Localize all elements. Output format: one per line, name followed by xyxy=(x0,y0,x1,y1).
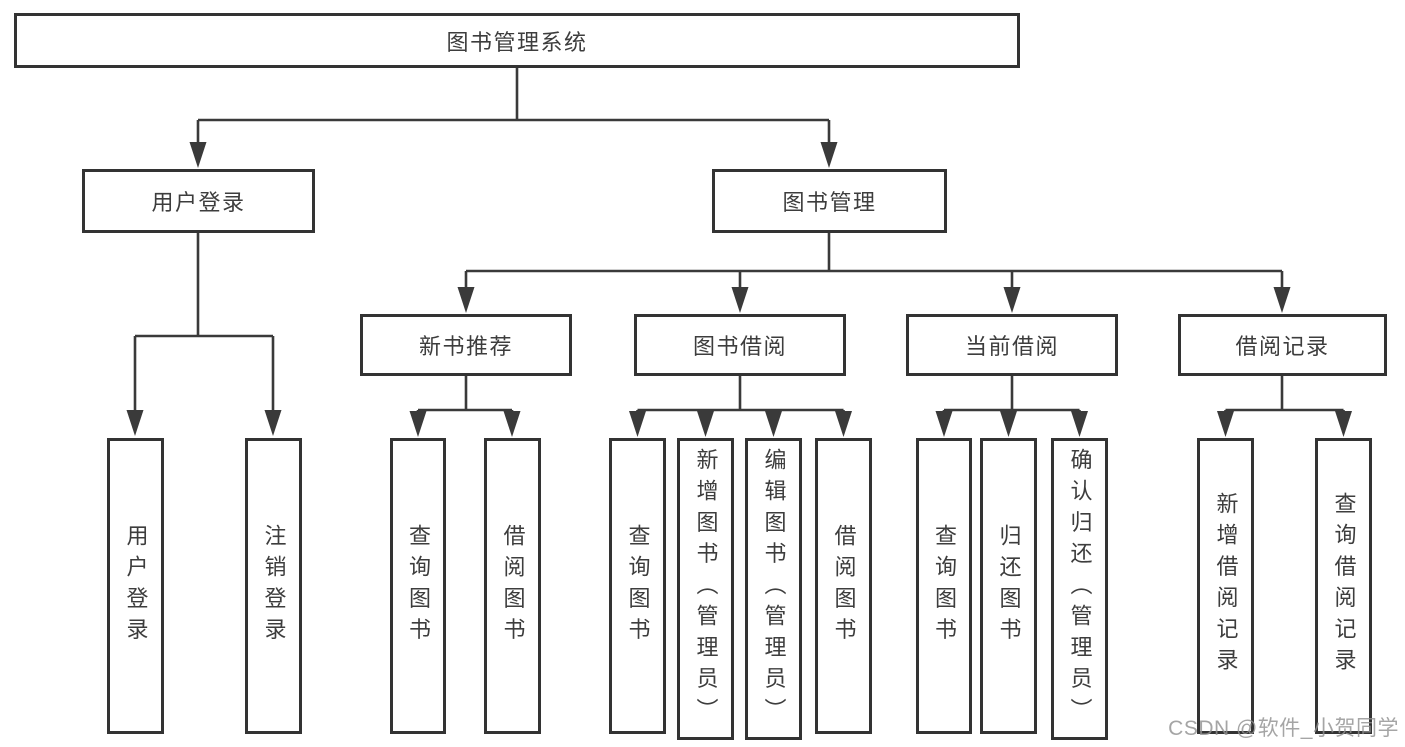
node-book-borrowing: 图书借阅 xyxy=(634,314,846,376)
node-library-management-system: 图书管理系统 xyxy=(14,13,1020,68)
leaf-add-books-admin: 新增图书（管理员） xyxy=(677,438,734,740)
leaf-query-borrow-record: 查询借阅记录 xyxy=(1315,438,1372,734)
leaf-edit-books-admin: 编辑图书（管理员） xyxy=(745,438,802,740)
leaf-query-books-3: 查询图书 xyxy=(916,438,972,734)
leaf-borrow-books-1: 借阅图书 xyxy=(484,438,541,734)
node-book-management: 图书管理 xyxy=(712,169,947,233)
leaf-query-books-1: 查询图书 xyxy=(390,438,446,734)
leaf-return-books: 归还图书 xyxy=(980,438,1037,734)
csdn-watermark: CSDN @软件_小贺同学 xyxy=(1168,717,1399,740)
node-borrowing-records: 借阅记录 xyxy=(1178,314,1387,376)
leaf-logout: 注销登录 xyxy=(245,438,302,734)
leaf-borrow-books-2: 借阅图书 xyxy=(815,438,872,734)
leaf-user-login: 用户登录 xyxy=(107,438,164,734)
node-current-borrowing: 当前借阅 xyxy=(906,314,1118,376)
leaf-query-books-2: 查询图书 xyxy=(609,438,666,734)
node-new-book-recommendation: 新书推荐 xyxy=(360,314,572,376)
leaf-confirm-return-admin: 确认归还（管理员） xyxy=(1051,438,1108,740)
arrowhead-icons xyxy=(126,142,1352,437)
node-user-login: 用户登录 xyxy=(82,169,315,233)
leaf-add-borrow-record: 新增借阅记录 xyxy=(1197,438,1254,734)
